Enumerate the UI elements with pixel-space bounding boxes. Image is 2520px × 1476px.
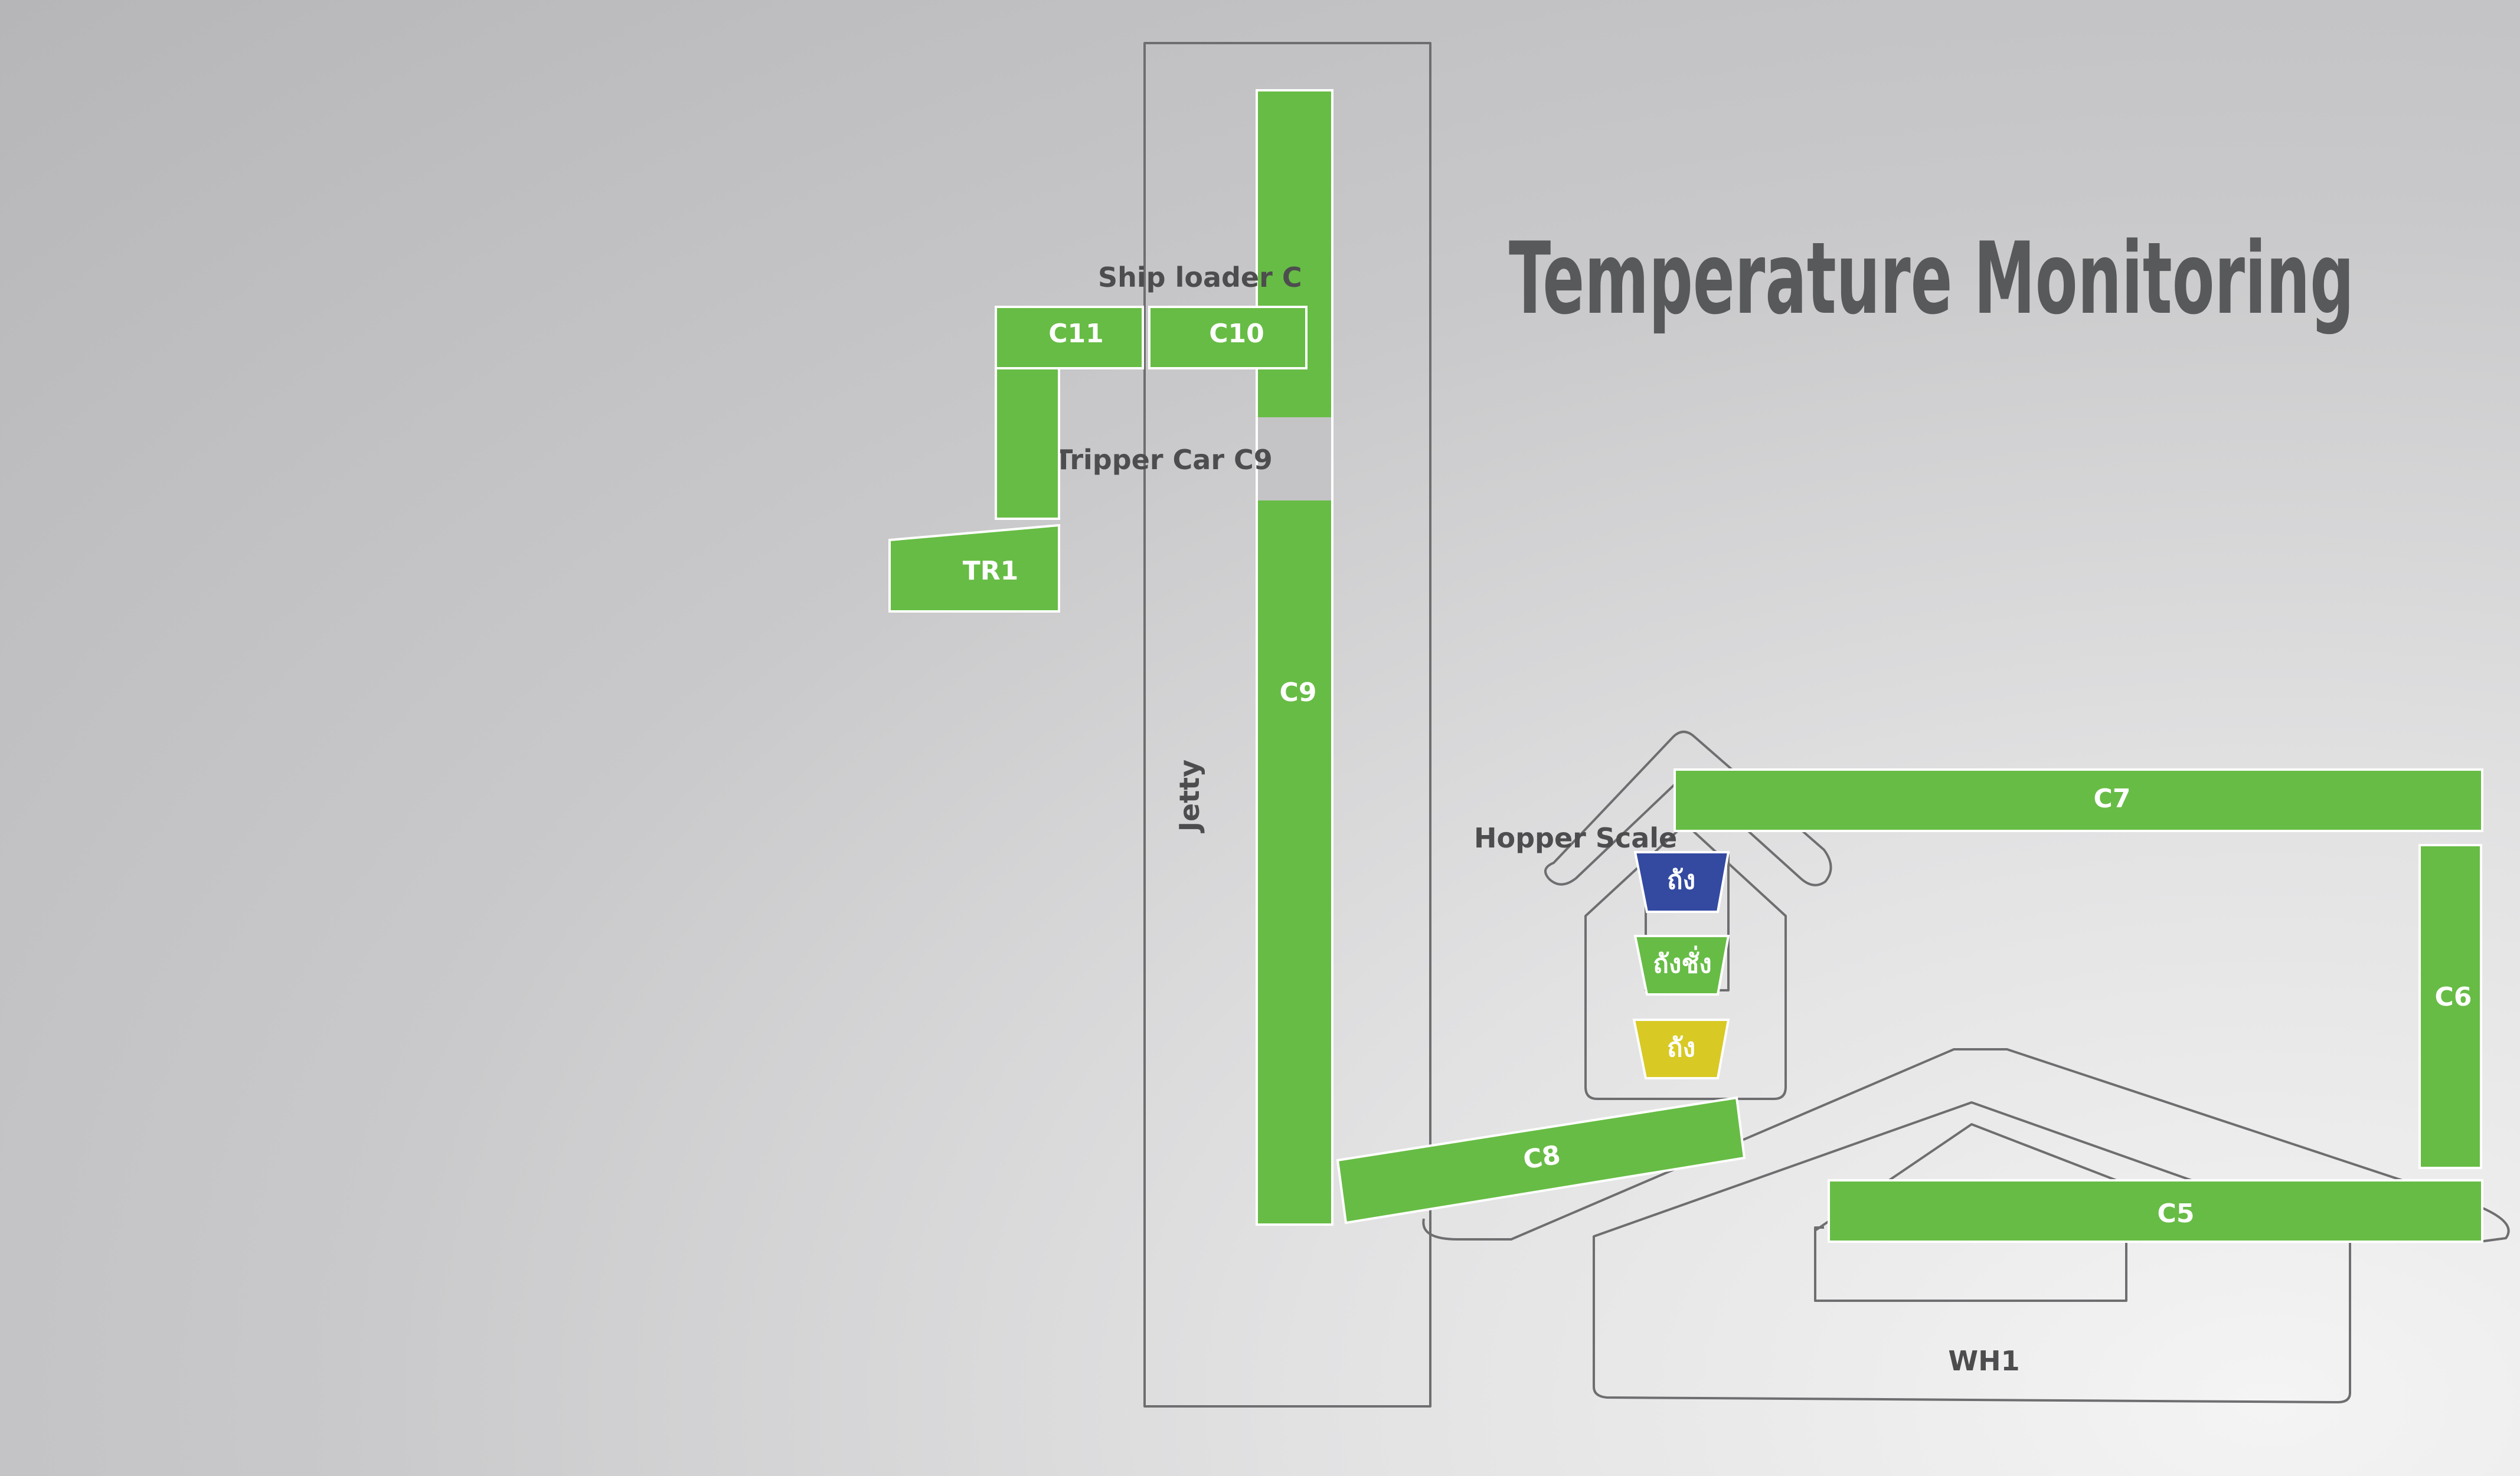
hopper-building-outline xyxy=(1584,823,1787,1100)
hopper-bottom-shape xyxy=(1632,1019,1730,1079)
hopper-scale-shape xyxy=(1633,935,1730,996)
hopper-top-shape xyxy=(1633,851,1730,913)
page-title: Temperature Monitoring xyxy=(1509,221,2354,336)
conveyor-c5[interactable] xyxy=(1828,1179,2483,1243)
conveyor-c11-label: C11 xyxy=(1048,319,1104,349)
transfer-tr1-label: TR1 xyxy=(963,556,1019,586)
hopper-scale-title: Hopper Scale xyxy=(1474,822,1677,854)
warehouse-label: WH1 xyxy=(1948,1345,2019,1377)
conveyor-c8-label: C8 xyxy=(1521,1140,1563,1175)
warehouse-outline xyxy=(1593,1101,2351,1403)
tripper-car-label: Tripper Car C9 xyxy=(1054,444,1273,476)
ship-loader-label: Ship loader C xyxy=(1098,261,1302,293)
conveyor-c10-label: C10 xyxy=(1209,319,1264,349)
conveyor-c5-label: C5 xyxy=(2158,1199,2195,1229)
conveyor-c11-horizontal[interactable] xyxy=(995,306,1144,369)
conveyor-c7-label: C7 xyxy=(2094,784,2131,814)
jetty-label: Jetty xyxy=(1174,760,1205,833)
conveyor-c9-label: C9 xyxy=(1280,678,1317,708)
conveyor-c6[interactable] xyxy=(2418,844,2482,1169)
tripper-car-c9[interactable] xyxy=(1258,417,1331,500)
conveyor-c10[interactable] xyxy=(1148,306,1308,369)
hopper-top-label: ถัง xyxy=(1667,865,1695,895)
transfer-tr1[interactable] xyxy=(888,523,1060,613)
conveyor-c11-vertical[interactable] xyxy=(995,367,1060,520)
jetty-outline xyxy=(1143,42,1431,1408)
conveyor-c6-label: C6 xyxy=(2435,982,2472,1012)
warehouse-bay-outline xyxy=(1814,1226,2127,1302)
conveyor-c8[interactable] xyxy=(1336,1096,1746,1225)
hopper-bottom-label: ถัง xyxy=(1667,1033,1695,1063)
conveyor-c7[interactable] xyxy=(1674,768,2483,832)
hopper-roof-outline xyxy=(1544,731,1832,886)
stockpile-outline xyxy=(1422,1048,2510,1243)
conveyor-c9[interactable] xyxy=(1256,89,1333,1226)
hopper-scale-label: ถังชั่ง xyxy=(1653,945,1711,979)
